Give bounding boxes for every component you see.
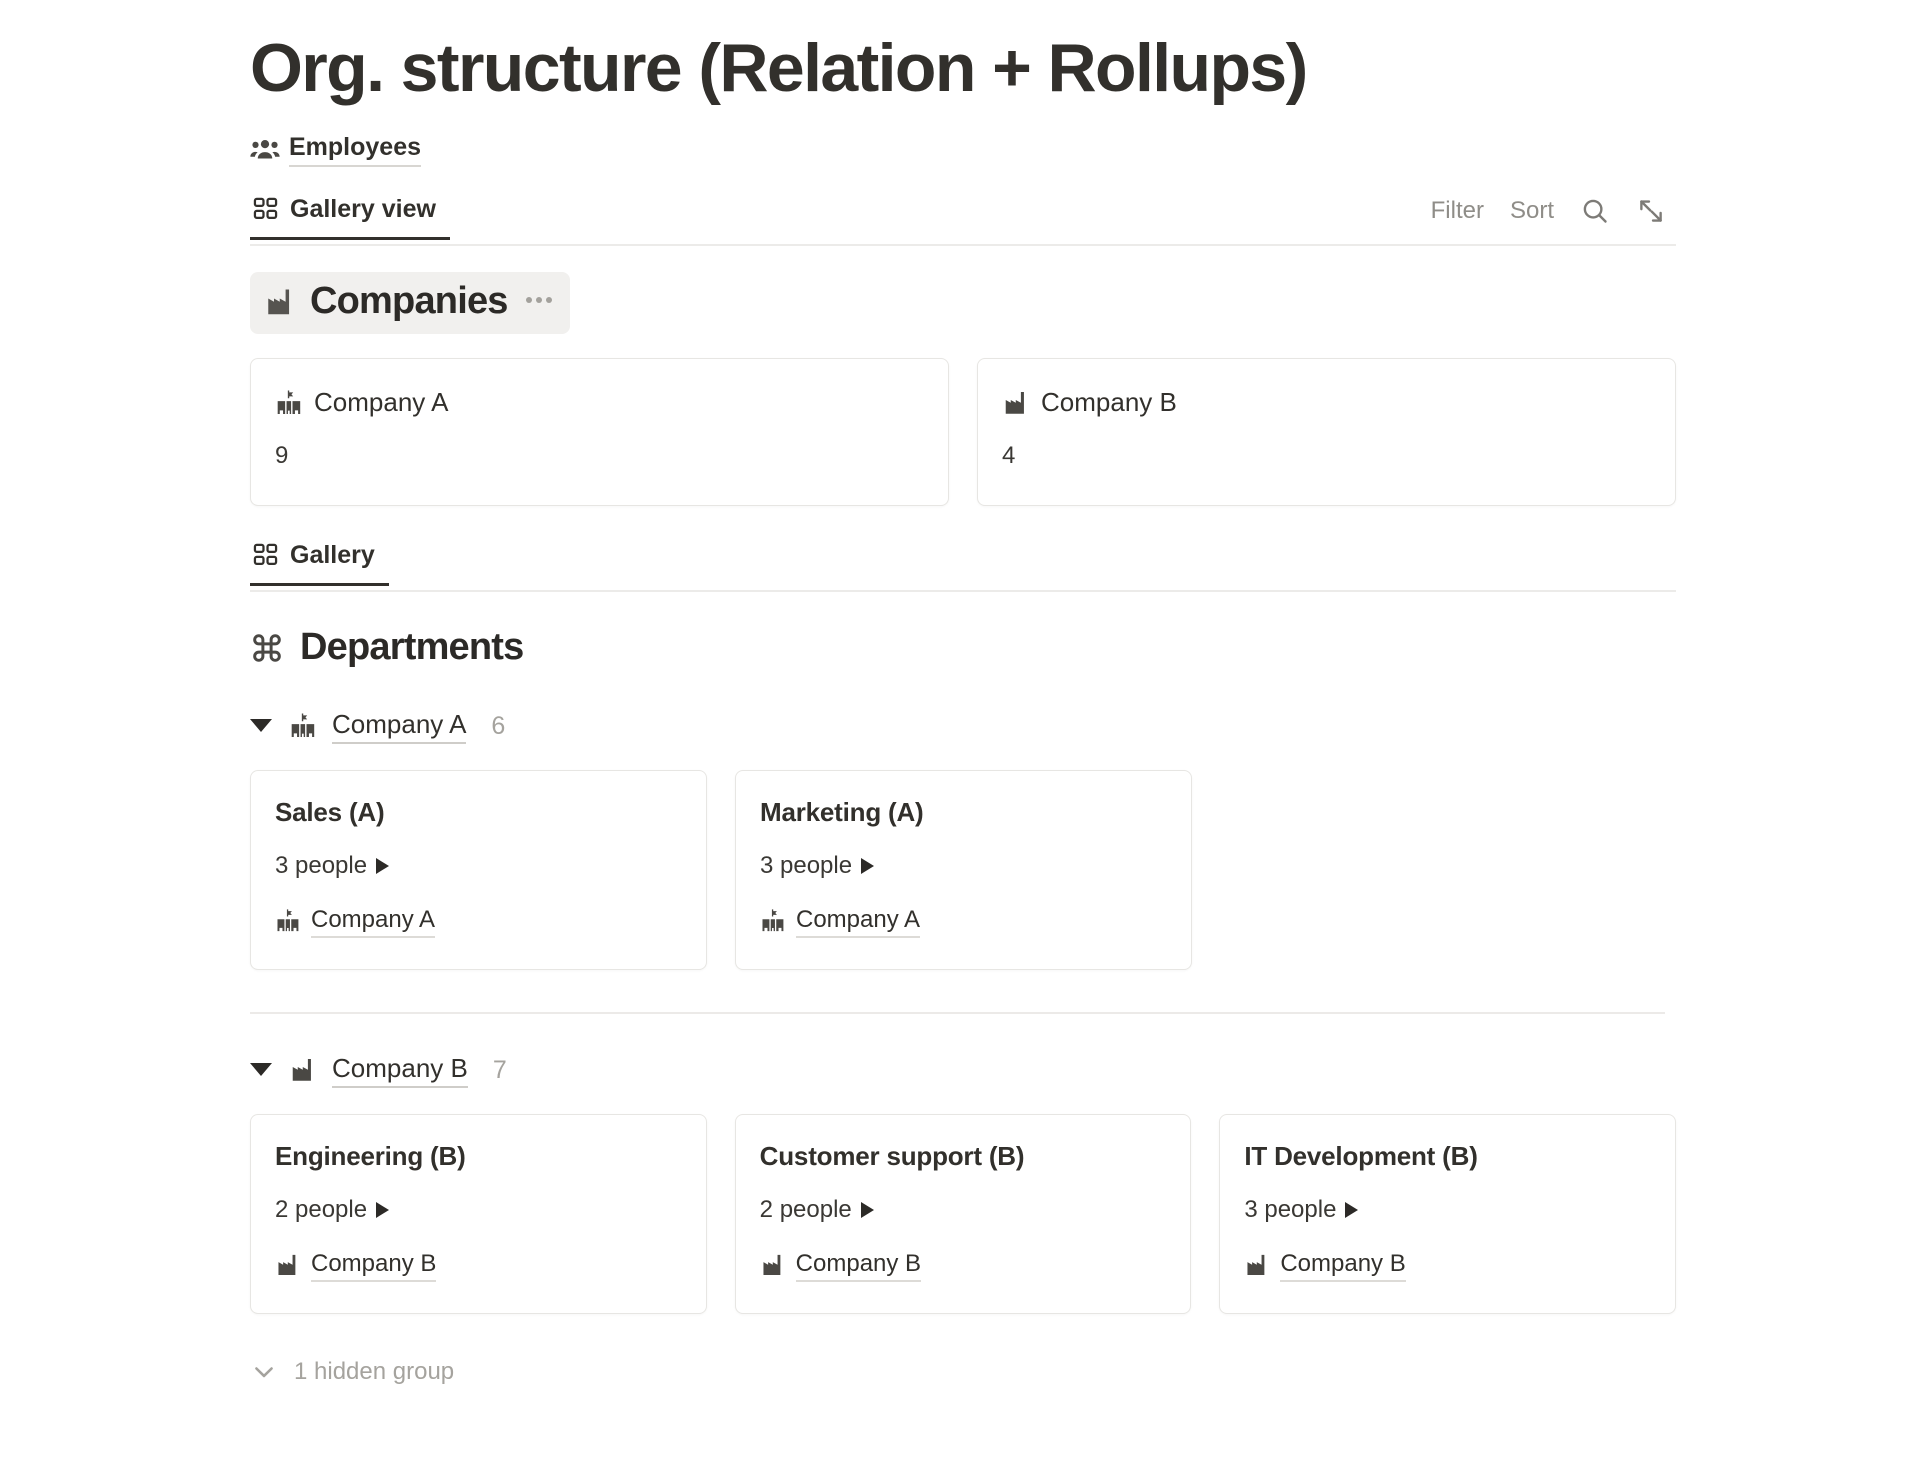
source-label: Employees	[289, 132, 422, 168]
company-card-header: Company A	[275, 387, 924, 418]
school-building-icon	[275, 908, 301, 934]
play-triangle-icon[interactable]	[861, 858, 875, 875]
section-header-departments[interactable]: Departments	[250, 626, 1676, 670]
department-card-relation-label: Company A	[796, 905, 921, 938]
department-card-title: Sales (A)	[275, 796, 385, 827]
play-triangle-icon[interactable]	[1345, 1202, 1359, 1219]
department-card[interactable]: Customer support (B) 2 people Company B	[734, 1113, 1192, 1314]
view-toolbar-actions: Filter Sort	[1431, 190, 1676, 226]
department-card[interactable]: Engineering (B) 2 people Company B	[250, 1113, 707, 1314]
department-card[interactable]: Sales (A) 3 people Company A	[250, 769, 707, 970]
tab-gallery-view[interactable]: Gallery view	[250, 190, 450, 241]
department-card-people: 2 people	[760, 1196, 1167, 1225]
department-card-header: Customer support (B)	[760, 1141, 1167, 1172]
play-triangle-icon[interactable]	[376, 1202, 390, 1219]
school-building-icon	[289, 712, 317, 740]
caret-down-icon[interactable]	[250, 1063, 272, 1077]
department-card-people: 2 people	[275, 1196, 682, 1225]
factory-building-icon	[264, 286, 296, 318]
department-card-relation-label: Company B	[1280, 1249, 1406, 1282]
company-card-rollup: 9	[275, 442, 924, 471]
hidden-group-toggle[interactable]: 1 hidden group	[250, 1358, 454, 1387]
school-building-icon	[760, 908, 786, 934]
group-divider	[250, 1011, 1665, 1014]
department-card-people-count: 3 people	[1244, 1195, 1337, 1223]
department-card-title: Marketing (A)	[760, 796, 924, 827]
gallery-grid-icon	[252, 542, 279, 569]
section-title-departments: Departments	[300, 626, 524, 669]
department-card-people-count: 3 people	[275, 851, 368, 879]
caret-down-icon[interactable]	[250, 719, 272, 733]
school-building-icon	[275, 389, 303, 417]
chevron-down-icon	[250, 1358, 278, 1386]
tab-gallery-label: Gallery	[290, 541, 375, 570]
group-name-link[interactable]: Company B	[332, 1052, 468, 1088]
department-card-relation[interactable]: Company A	[760, 905, 921, 938]
department-card-header: IT Development (B)	[1244, 1141, 1651, 1172]
factory-building-icon	[275, 1252, 301, 1278]
department-card-people: 3 people	[1244, 1196, 1651, 1225]
gallery-grid-icon	[252, 196, 279, 223]
view-toolbar: Gallery view Filter Sort	[250, 190, 1676, 247]
company-card-title: Company B	[1041, 387, 1177, 418]
department-card[interactable]: Marketing (A) 3 people Company A	[735, 769, 1192, 970]
department-card-relation[interactable]: Company B	[1244, 1249, 1406, 1282]
department-card-people-count: 2 people	[759, 1195, 852, 1223]
search-icon[interactable]	[1580, 196, 1610, 226]
department-card[interactable]: IT Development (B) 3 people Company B	[1219, 1113, 1677, 1314]
page-title: Org. structure (Relation + Rollups)	[250, 30, 1308, 106]
department-card-grid-company-b: Engineering (B) 2 people Company B	[250, 1113, 1677, 1314]
department-card-relation-label: Company B	[795, 1249, 922, 1282]
command-loop-icon	[250, 631, 284, 665]
department-card-people-count: 3 people	[760, 851, 853, 879]
department-card-title: Customer support (B)	[759, 1140, 1025, 1171]
group-header-company-b[interactable]: Company B 7	[250, 1050, 1676, 1090]
group-name-link[interactable]: Company A	[332, 708, 467, 744]
play-triangle-icon[interactable]	[860, 1202, 874, 1219]
department-card-relation[interactable]: Company A	[275, 905, 436, 938]
department-card-header: Marketing (A)	[760, 797, 1167, 828]
department-card-people: 3 people	[760, 852, 1167, 881]
factory-building-icon	[1002, 389, 1030, 417]
department-card-title: Engineering (B)	[275, 1140, 466, 1171]
company-card-header: Company B	[1002, 387, 1651, 418]
play-triangle-icon[interactable]	[376, 858, 390, 875]
factory-building-icon	[1244, 1252, 1270, 1278]
factory-building-icon	[289, 1056, 317, 1084]
content-column: Org. structure (Relation + Rollups) Empl…	[250, 0, 1677, 1387]
department-card-header: Sales (A)	[275, 797, 682, 828]
more-options-icon[interactable]	[525, 297, 552, 307]
department-card-people-count: 2 people	[275, 1195, 368, 1223]
people-group-icon	[250, 134, 280, 164]
department-card-relation-label: Company B	[311, 1249, 437, 1282]
department-card-people: 3 people	[275, 852, 682, 881]
tab-gallery-view-label: Gallery view	[290, 195, 436, 224]
tab-gallery[interactable]: Gallery	[250, 536, 389, 587]
company-card-title: Company A	[314, 387, 449, 418]
group-count: 6	[491, 711, 506, 740]
expand-diagonal-icon[interactable]	[1636, 196, 1666, 226]
department-card-relation[interactable]: Company B	[275, 1249, 437, 1282]
section-title-companies: Companies	[310, 280, 508, 323]
department-card-relation-label: Company A	[311, 905, 436, 938]
department-card-grid-company-a: Sales (A) 3 people Company A	[250, 769, 1676, 970]
company-card-rollup-value: 9	[275, 442, 289, 470]
hidden-group-label: 1 hidden group	[294, 1357, 455, 1385]
factory-building-icon	[760, 1252, 786, 1278]
breadcrumb-source-employees[interactable]: Employees	[250, 132, 422, 168]
department-card-title: IT Development (B)	[1244, 1140, 1478, 1171]
filter-button[interactable]: Filter	[1430, 196, 1484, 224]
sort-button[interactable]: Sort	[1509, 196, 1554, 224]
company-card[interactable]: Company A 9	[250, 358, 949, 507]
section-header-companies[interactable]: Companies	[250, 272, 570, 335]
department-card-relation[interactable]: Company B	[760, 1249, 922, 1282]
group-header-company-a[interactable]: Company A 6	[250, 706, 1676, 746]
company-card[interactable]: Company B 4	[977, 358, 1676, 507]
company-card-rollup-value: 4	[1002, 442, 1016, 470]
company-card-rollup: 4	[1002, 442, 1651, 471]
department-card-header: Engineering (B)	[275, 1141, 682, 1172]
view-toolbar-departments: Gallery	[250, 536, 1676, 593]
group-count: 7	[492, 1055, 507, 1084]
companies-card-grid: Company A 9 Company B 4	[250, 358, 1676, 507]
